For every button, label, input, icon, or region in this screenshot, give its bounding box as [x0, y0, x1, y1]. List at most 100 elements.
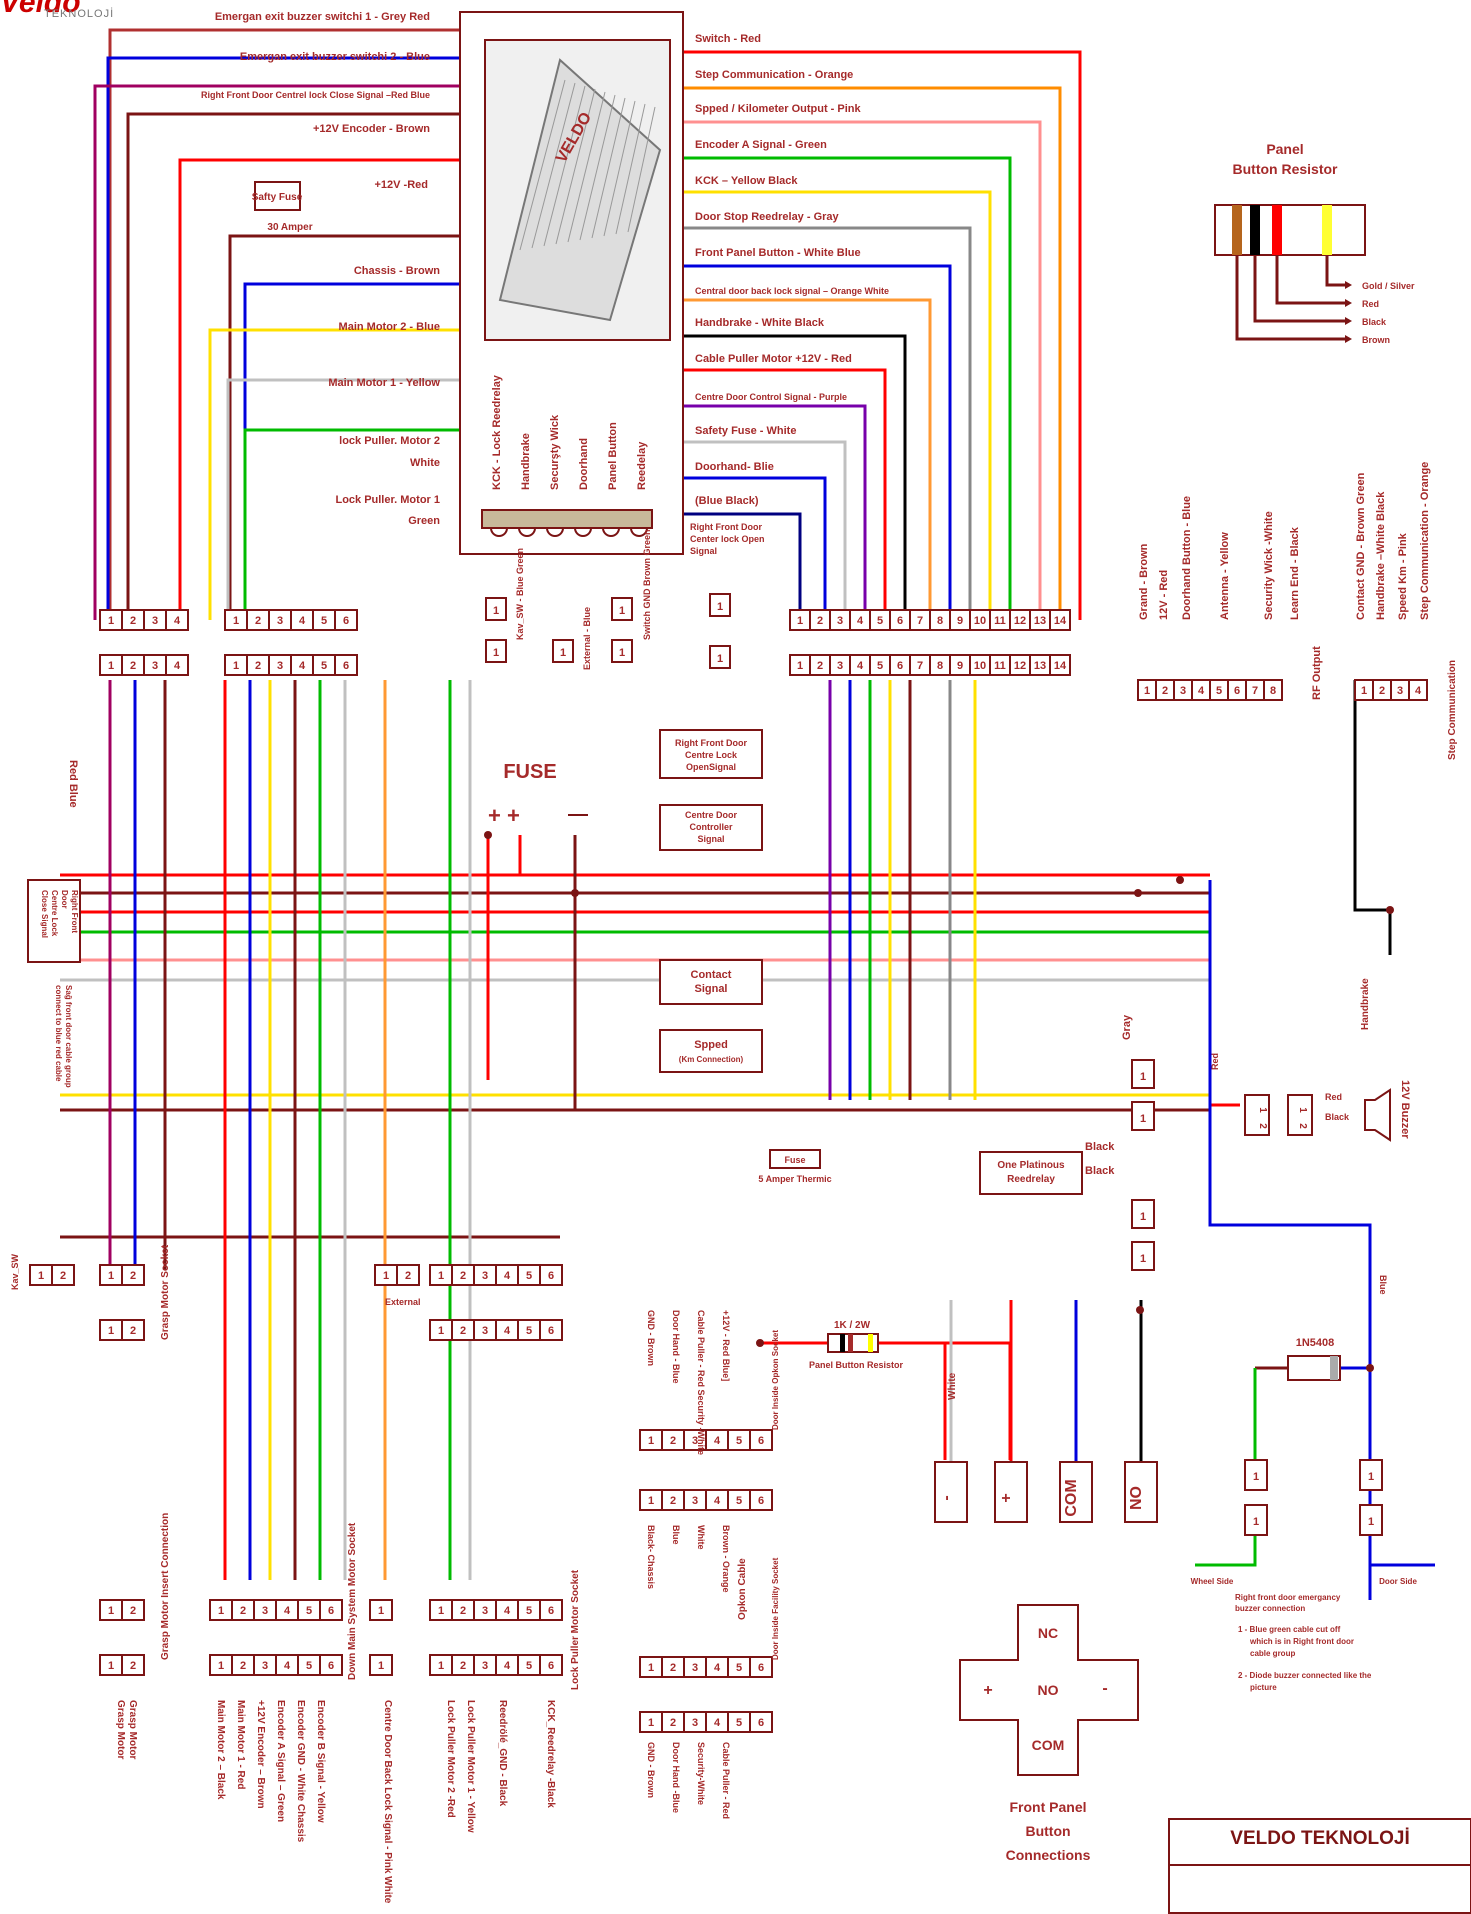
right-wire: [683, 264, 952, 620]
top-left-wire: [226, 378, 460, 620]
socket-title: Down Main System Motor Socket: [347, 1522, 358, 1680]
opkon-mid-label: Black- Chassis: [646, 1525, 656, 1589]
pin-number: 13: [1034, 615, 1046, 627]
top-left-label: Emergan exit buzzer switchi 1 - Grey Red: [215, 11, 430, 23]
bottom-label: Lock Puller Motor 1 - Yellow: [465, 1700, 476, 1833]
black-label: Black: [1085, 1165, 1115, 1177]
right-label: Switch - Red: [695, 33, 761, 45]
front-panel-cross: [959, 1604, 1139, 1776]
pin-number: 4: [174, 615, 181, 627]
pin-number: 1: [648, 1435, 654, 1447]
fuse-title: FUSE: [503, 761, 556, 783]
panel-terminal-label: -: [938, 1495, 955, 1500]
kav-sw-conn-pin: [51, 1264, 75, 1286]
pin-number: 6: [548, 1605, 554, 1617]
pin-number: 1: [619, 605, 625, 617]
top-left-wire: [178, 158, 460, 620]
pin: [1359, 1459, 1383, 1491]
pin-number: 3: [692, 1435, 698, 1447]
pin-number: 1: [1144, 685, 1150, 697]
pin-number: 1: [717, 653, 723, 665]
step-comm-label: Step Communication: [1447, 660, 1458, 760]
right-label: Right Front Door: [690, 522, 762, 532]
pin-number: 5: [306, 1660, 312, 1672]
fuse5-box: [769, 1149, 821, 1169]
black-label: Black: [1325, 1112, 1350, 1122]
rf-label: 12V - Red: [1158, 570, 1170, 620]
pin-number: 6: [897, 660, 903, 672]
pin-number: 1: [1253, 1516, 1259, 1528]
pin-number: 1: [1140, 1253, 1146, 1265]
pin-number: 6: [758, 1717, 764, 1729]
single-pin: [611, 639, 633, 663]
opkon-top-pin: [749, 1429, 773, 1451]
pin-number: 2: [817, 660, 823, 672]
fuse5-label: Fuse: [784, 1155, 805, 1165]
pin-number: 1: [619, 647, 625, 659]
footer-title: VELDO TEKNOLOJİ: [1230, 1828, 1410, 1849]
pin: [1131, 1199, 1155, 1229]
reedrelay-text: One Platinous: [997, 1160, 1065, 1171]
top-left-label: Lock Puller. Motor 1: [335, 494, 440, 506]
pin-number: 2: [130, 1325, 136, 1337]
bottom-label: Encoder A Signal – Green: [275, 1700, 286, 1822]
panel-res-label: Panel Button Resistor: [809, 1360, 904, 1370]
pin-number: 6: [758, 1435, 764, 1447]
junction-dot: [571, 889, 579, 897]
switch-gnd-label: Switch GND Brown Green: [642, 529, 652, 640]
pin-number: 2: [405, 1270, 411, 1282]
fp-title: Connections: [1006, 1847, 1091, 1863]
white-label: White: [947, 1372, 958, 1400]
pin-number: 1: [438, 1605, 444, 1617]
pin-number: 2: [240, 1605, 246, 1617]
resistor-band-label: Gold / Silver: [1362, 281, 1415, 291]
fp-nc: NC: [1038, 1625, 1058, 1641]
pin-number: 4: [299, 615, 306, 627]
opkon-bottom-label: GND - Brown: [646, 1742, 656, 1798]
opkon-bottom-pin: [749, 1711, 773, 1733]
single-pin: [709, 645, 731, 669]
grasp-socket-pin: [121, 1319, 145, 1341]
right-label: Signal: [690, 546, 717, 556]
top-left-wire: [243, 428, 460, 620]
pin-number: 1: [1140, 1211, 1146, 1223]
pin-number: 5: [877, 615, 883, 627]
handbrake-label: Handbrake: [1360, 978, 1371, 1030]
pin: [1359, 1504, 1383, 1536]
red-label: Red: [1210, 1053, 1220, 1070]
pin-number: 2: [130, 1605, 136, 1617]
pin-number: 14: [1054, 615, 1067, 627]
pin-number: 4: [504, 1605, 511, 1617]
resistor-band-label: Brown: [1362, 335, 1390, 345]
pin-number: 3: [152, 660, 158, 672]
conn-a-pin: [165, 609, 189, 631]
fuse5-sub: 5 Amper Thermic: [758, 1174, 831, 1184]
pin-number: 6: [548, 1270, 554, 1282]
pin-number: 1: [1140, 1071, 1146, 1083]
pin-number: 4: [857, 615, 864, 627]
heatsink-fin: [543, 85, 586, 247]
fuse-rating: 30 Amper: [267, 222, 312, 233]
pin-number: 6: [758, 1495, 764, 1507]
right-wire: [683, 226, 972, 620]
right-label: Door Stop Reedrelay - Gray: [695, 211, 840, 223]
pin-number: 12: [1014, 660, 1026, 672]
controller-pin-label: KCK - Lock Reedrelay: [491, 374, 503, 490]
junction-dot: [1134, 889, 1142, 897]
pin-number: 5: [736, 1435, 742, 1447]
right-wire: [683, 298, 932, 620]
pin-number: 3: [837, 660, 843, 672]
pin-number: 3: [152, 615, 158, 627]
handbrake-wire: [1353, 680, 1392, 955]
resistor-band-label: Black: [1362, 317, 1387, 327]
step-label: Contact GND - Brown Green: [1355, 472, 1367, 620]
buzzer-note: 1 - Blue green cable cut off: [1238, 1625, 1341, 1634]
controller-pin-hook: [490, 527, 508, 537]
conn-b-pin: [334, 609, 358, 631]
pin-number: 13: [1034, 660, 1046, 672]
step-label: Step Communication - Orange: [1419, 462, 1431, 620]
bottom-label: Encoder B Signal - Yellow: [315, 1700, 326, 1823]
pin-number: 8: [1270, 685, 1276, 697]
heatsink-fin: [531, 82, 576, 249]
